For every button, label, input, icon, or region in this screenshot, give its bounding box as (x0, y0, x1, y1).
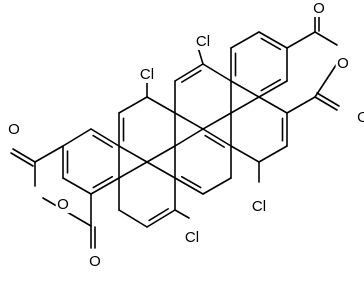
bond (258, 145, 288, 163)
atom-label-background (87, 252, 103, 270)
bond (90, 177, 120, 195)
bond (230, 96, 260, 114)
bond (62, 177, 92, 195)
bond (181, 69, 202, 83)
atom-label-background (311, 0, 327, 17)
bond (90, 128, 120, 147)
bond (314, 96, 338, 111)
atom-label-layer: O O O Cl Cl Cl Cl O O O (6, 0, 364, 270)
bond (12, 148, 36, 163)
bond (146, 209, 176, 228)
atom-label-background (335, 54, 351, 72)
bond (204, 134, 225, 148)
bond (286, 96, 316, 114)
atom-label-o-left: O (8, 121, 20, 138)
atom-label-cl-bottom: Cl (185, 229, 199, 246)
bond (258, 80, 288, 98)
bond (148, 208, 169, 222)
bond (230, 31, 260, 49)
bond (174, 209, 190, 219)
atom-label-o-ring-left: O (57, 196, 69, 213)
atom-label-o-top: O (313, 0, 325, 17)
bond (260, 37, 282, 51)
bond (258, 31, 288, 49)
bond (146, 161, 176, 179)
bond (34, 145, 64, 163)
bond (202, 177, 232, 195)
atom-label-background (55, 195, 71, 213)
atom-label-cl-top: Cl (196, 33, 210, 50)
atom-label-background (250, 197, 268, 215)
bond (10, 152, 34, 167)
bond (174, 112, 204, 130)
atom-label-o-ring-right: O (337, 55, 349, 72)
bond (258, 96, 288, 114)
bond (174, 63, 204, 82)
atom-label-o-right: O (357, 109, 364, 126)
bond (118, 161, 148, 179)
bond (314, 31, 338, 46)
bond (92, 175, 114, 189)
bond (316, 92, 340, 107)
bond (174, 128, 204, 147)
bond (146, 96, 176, 114)
bond (174, 177, 204, 195)
bond (180, 175, 202, 189)
bond (230, 145, 260, 163)
bond (118, 209, 148, 228)
bond (202, 63, 232, 82)
bond (118, 145, 148, 163)
atom-label-cl-left: Cl (140, 66, 154, 83)
atom-label-background (6, 120, 22, 138)
atom-label-background (355, 108, 364, 126)
bond-layer (10, 7, 343, 249)
atom-label-cl-right: Cl (252, 198, 266, 215)
bond (230, 80, 260, 98)
bond (118, 96, 148, 114)
bond (286, 31, 316, 49)
atom-label-background (183, 228, 201, 246)
bond (146, 145, 176, 163)
atom-label-background (138, 65, 156, 83)
bond (62, 128, 92, 147)
bond (260, 78, 282, 92)
atom-label-o-bottom: O (89, 253, 101, 270)
bond (92, 134, 113, 148)
bond (202, 112, 232, 130)
atom-label-background (194, 32, 212, 50)
bond (202, 128, 232, 147)
